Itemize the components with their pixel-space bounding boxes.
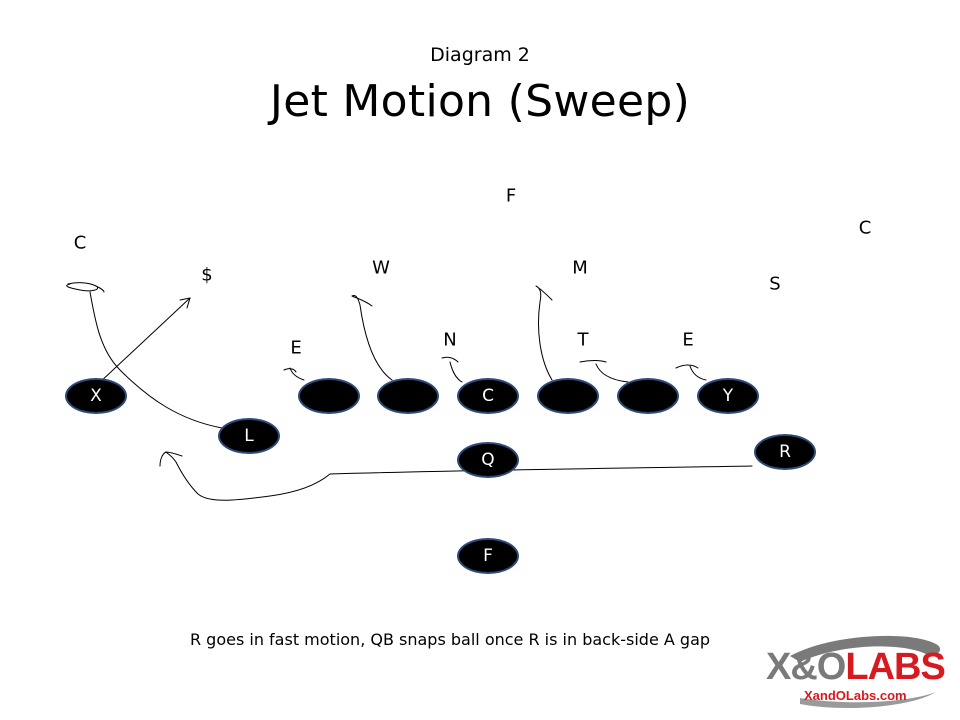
defender-free-safety: F [505, 185, 517, 207]
y-block [675, 364, 707, 381]
defender-end-right: E [682, 329, 694, 351]
player-r: R [754, 434, 816, 470]
rt-block [579, 360, 629, 383]
l-block-squiggle [66, 282, 105, 293]
player-right-tackle [617, 378, 679, 414]
defender-corner-left: C [73, 232, 87, 254]
defender-nose: N [443, 329, 457, 351]
player-l: L [218, 418, 280, 454]
l-block-path [89, 291, 223, 429]
diagram-title: Jet Motion (Sweep) [269, 76, 691, 127]
rg-block [535, 285, 553, 381]
player-fullback: F [457, 538, 519, 574]
player-center: C [457, 378, 519, 414]
defender-end-left: E [290, 337, 302, 359]
player-left-guard [377, 378, 439, 414]
player-right-guard [537, 378, 599, 414]
c-block [441, 356, 463, 383]
logo-swoosh-icon [790, 635, 941, 708]
player-x: X [65, 378, 127, 414]
player-quarterback: Q [457, 442, 519, 478]
diagram-subtitle: Diagram 2 [430, 44, 530, 66]
player-y: Y [697, 378, 759, 414]
defender-tackle: T [577, 329, 589, 351]
logo-site: XandOLabs.com [804, 688, 907, 703]
defender-strong-safety: S [769, 273, 781, 295]
x-route-arrowhead [179, 297, 191, 309]
defender-mike: M [572, 257, 588, 279]
x-route-line [97, 297, 191, 385]
defender-dollar: $ [201, 264, 213, 286]
logo-wordmark: X&OLABS [766, 646, 946, 688]
r-motion-path [165, 451, 753, 501]
r-motion-hook [159, 451, 183, 467]
xandolabs-logo: X&OLABS XandOLabs.com [760, 632, 950, 712]
player-left-tackle [298, 378, 360, 414]
defender-will: W [372, 257, 390, 279]
diagram-caption: R goes in fast motion, QB snaps ball onc… [189, 630, 711, 649]
lg-block [351, 295, 393, 381]
lt-block [283, 367, 305, 381]
defender-corner-right: C [858, 217, 872, 239]
